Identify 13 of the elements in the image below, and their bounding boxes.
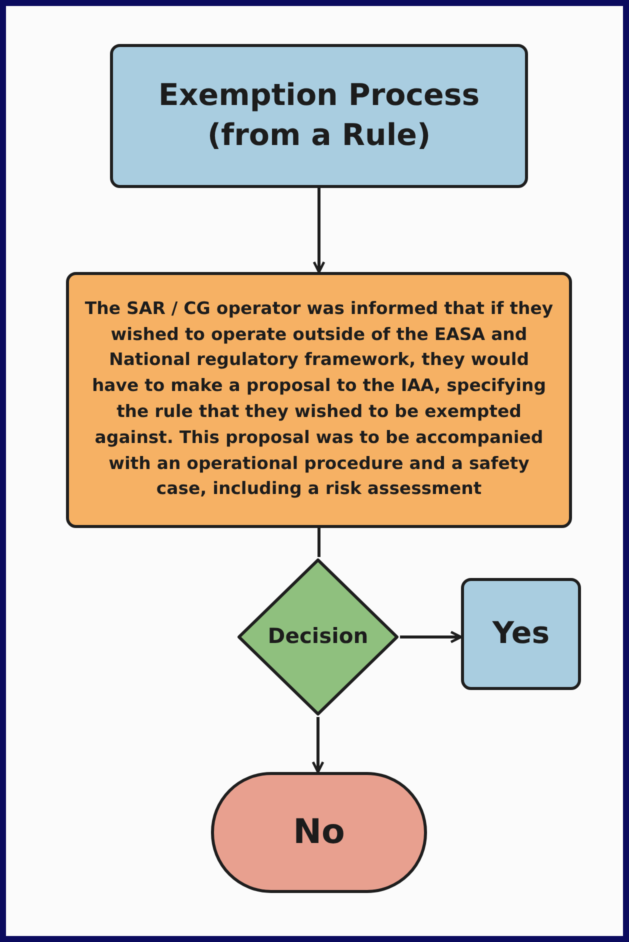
connector-line xyxy=(318,528,320,557)
node-label: Decision xyxy=(268,624,368,650)
node-label: No xyxy=(293,812,345,853)
node-label: The SAR / CG operator was informed that if they wished to operate outside of the EASA and National regulatory framework, they would have to make a proposal to the IAA, specifying the rule that they wished to be exempted against. This proposal was to be accompanied with an operational procedure and a safety case, including a risk assessment xyxy=(84,298,554,502)
arrow xyxy=(312,717,324,774)
arrow xyxy=(400,630,462,644)
process-box xyxy=(461,578,581,690)
arrow xyxy=(312,188,326,274)
process-box xyxy=(110,44,528,188)
decision-diamond xyxy=(236,557,400,717)
node-label: Exemption Process (from a Rule) xyxy=(157,76,481,155)
process-box xyxy=(66,272,572,528)
node-label: Yes xyxy=(492,616,550,652)
